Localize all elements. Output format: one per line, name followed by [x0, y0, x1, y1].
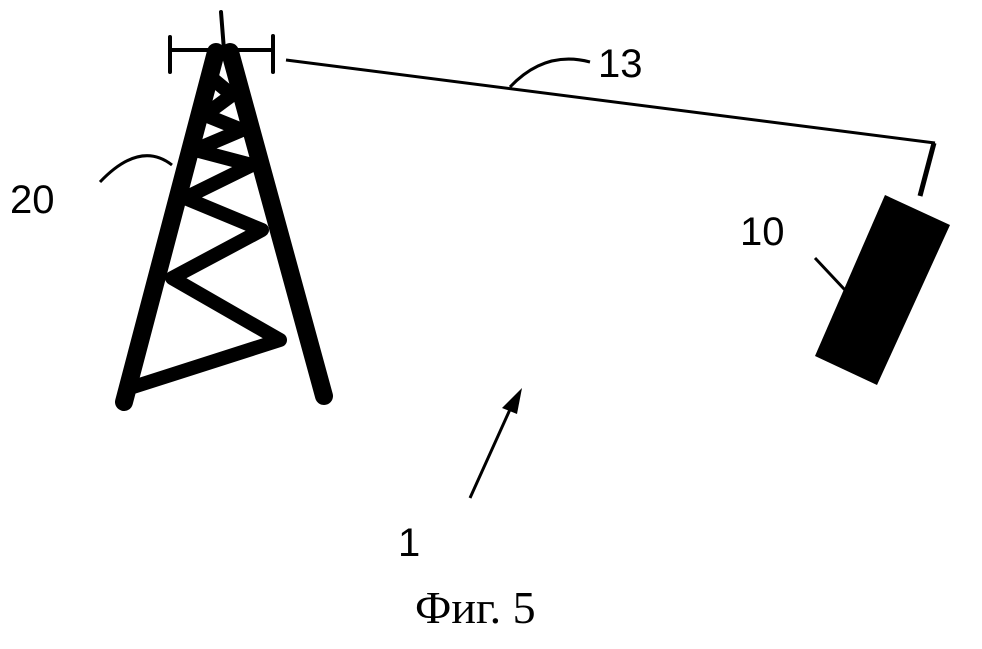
tower-left-leg	[115, 43, 225, 411]
system-arrow	[468, 388, 522, 499]
label-link: 13	[598, 42, 643, 86]
tower	[115, 10, 333, 411]
label-system: 1	[398, 521, 421, 565]
radio-link-line	[285, 58, 936, 145]
device-box	[815, 195, 950, 385]
label-device: 10	[740, 210, 785, 254]
label-tower: 20	[10, 178, 55, 222]
device-antenna	[917, 142, 937, 197]
tower-bracing	[123, 73, 287, 395]
link-leader-line	[508, 57, 591, 89]
tower-mast	[219, 10, 226, 52]
arrow-head-icon	[502, 388, 522, 414]
figure-caption: Фиг. 5	[415, 582, 536, 633]
device-leader-line	[813, 256, 847, 292]
tower-right-leg	[221, 43, 333, 405]
tower-leader-line	[98, 154, 173, 184]
